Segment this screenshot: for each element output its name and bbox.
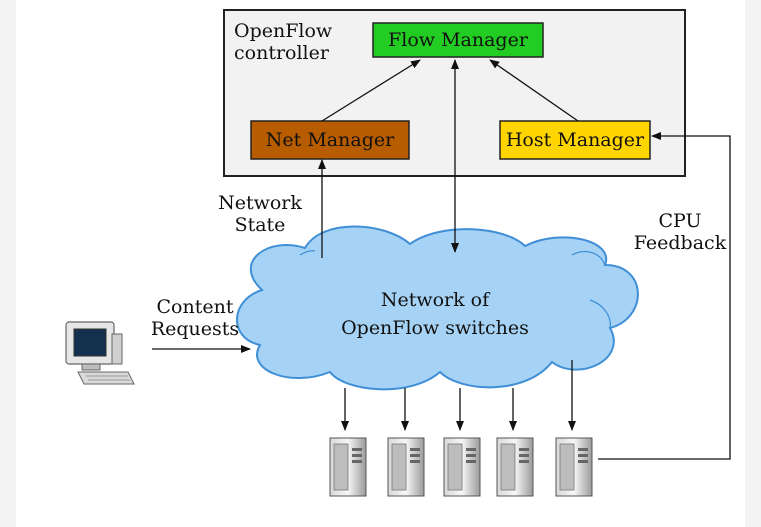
desktop-computer-icon <box>65 321 135 385</box>
server-tower-icon <box>443 437 481 497</box>
host-to-flow-arrow <box>489 59 579 122</box>
host-manager-box <box>499 120 651 160</box>
cloud-label: Network of OpenFlow switches <box>341 289 529 339</box>
server-tower-icon <box>496 437 534 497</box>
openflow-controller-title: OpenFlow controller <box>234 20 333 64</box>
host-manager-label: Host Manager <box>505 129 645 151</box>
net-to-flow-arrow <box>321 59 421 122</box>
flow-manager-label: Flow Manager <box>388 29 528 51</box>
flow-manager-box <box>372 22 544 58</box>
server-tower-icon <box>555 437 593 497</box>
net-manager-box <box>250 120 410 160</box>
cpu-feedback-arrow <box>598 132 731 460</box>
cpu-feedback-label: CPU Feedback <box>633 210 727 254</box>
server-tower-icon <box>329 437 367 497</box>
content-requests-label: Content Requests <box>150 296 240 340</box>
network-cloud <box>236 225 639 391</box>
server-link-arrows <box>341 360 576 431</box>
server-tower-icon <box>387 437 425 497</box>
net-manager-label: Net Manager <box>265 129 395 151</box>
network-state-label: Network State <box>218 192 302 236</box>
